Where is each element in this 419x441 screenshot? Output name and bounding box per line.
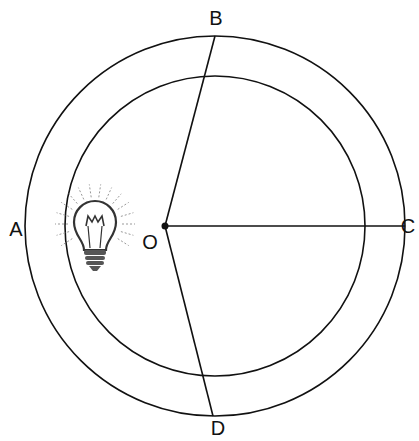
light-ray [99,184,101,197]
center-point [162,223,169,230]
ray-ob [165,36,215,226]
light-ray [55,224,68,225]
light-ray [57,232,70,236]
light-ray [69,194,78,204]
light-ray [122,224,135,225]
light-ray [113,194,122,204]
point-label: B [209,8,222,28]
point-label: O [142,232,158,252]
point-label: A [9,219,22,239]
light-ray [121,213,133,217]
light-ray [118,202,129,209]
light-ray [61,239,72,246]
light-ray [106,188,111,200]
outer-circle [25,36,405,416]
light-bulb [74,201,116,271]
light-ray [78,188,83,200]
ray-oc [165,225,405,227]
ray-od [165,226,213,416]
light-ray [118,239,129,246]
point-label: C [401,216,415,236]
light-ray [57,213,70,217]
point-label: D [211,418,225,438]
light-ray [61,202,72,209]
light-ray [121,232,133,236]
light-ray [89,184,91,197]
